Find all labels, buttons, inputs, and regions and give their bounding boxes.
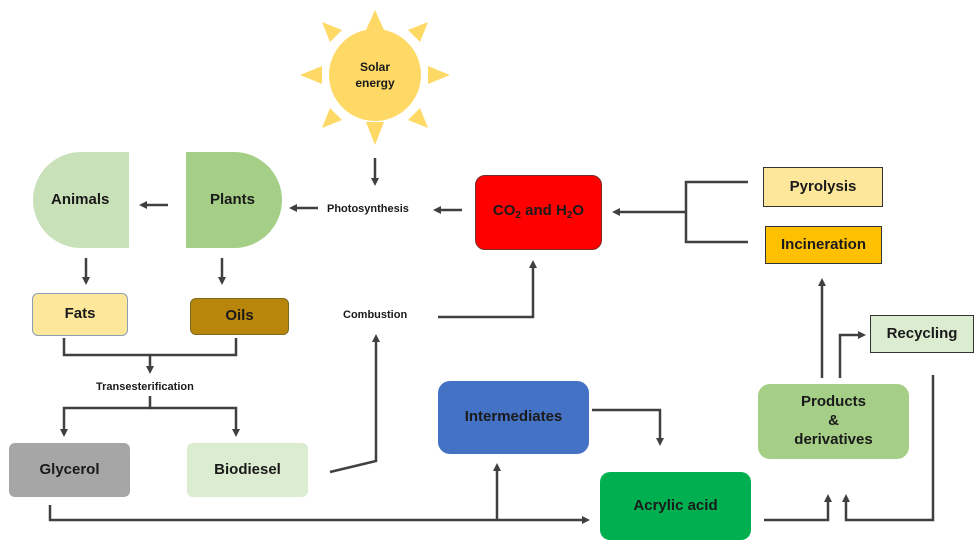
intermediates-label: Intermediates — [464, 408, 563, 426]
pyrolysis-node: Pyrolysis — [763, 167, 883, 207]
acrylic-acid-node: Acrylic acid — [600, 472, 751, 540]
plants-label: Plants — [210, 190, 256, 208]
arrow-fats-oils-to-transesterification — [62, 338, 238, 371]
animals-node: Animals — [33, 152, 129, 248]
sun-icon — [300, 10, 450, 145]
solar-energy-label-line2: energy — [355, 76, 395, 91]
plants-node: Plants — [186, 152, 282, 248]
arrow-intermediates-to-acrylic — [592, 408, 664, 446]
solar-energy-label: Solar energy — [343, 59, 407, 91]
arrow-biodiesel-to-combustion — [329, 334, 380, 474]
transesterification-label: Transesterification — [96, 381, 194, 393]
solar-energy-label-line1: Solar — [359, 60, 390, 74]
connector-lines — [48, 158, 935, 524]
products-derivatives-label: Products & derivatives — [794, 393, 873, 448]
products-derivatives-node: Products & derivatives — [758, 384, 909, 459]
co2-and-h2o-label: CO2 and H2O — [492, 202, 585, 222]
biodiesel-node: Biodiesel — [187, 443, 308, 497]
arrow-transesterification-to-biodiesel — [150, 406, 240, 437]
combustion-label: Combustion — [343, 309, 408, 321]
arrow-waste-to-co2 — [615, 180, 748, 244]
fats-label: Fats — [64, 305, 96, 323]
co2-and-h2o-node: CO2 and H2O — [475, 175, 602, 250]
oils-label: Oils — [225, 307, 254, 325]
recycling-label: Recycling — [886, 324, 958, 342]
incineration-label: Incineration — [780, 235, 866, 253]
arrow-glycerol-to-acrylic — [48, 505, 590, 524]
arrow-products-to-recycling — [838, 331, 866, 378]
arrow-recycling-to-products — [842, 375, 935, 522]
arrow-transesterification-to-glycerol — [60, 396, 152, 437]
oils-node: Oils — [190, 298, 289, 335]
fats-node: Fats — [32, 293, 128, 336]
animals-label: Animals — [51, 190, 110, 208]
intermediates-node: Intermediates — [438, 381, 589, 454]
glycerol-label: Glycerol — [39, 460, 100, 478]
photosynthesis-label: Photosynthesis — [327, 203, 409, 215]
acrylic-acid-label: Acrylic acid — [633, 496, 718, 514]
biodiesel-label: Biodiesel — [214, 460, 281, 478]
arrow-combustion-to-co2 — [438, 260, 537, 319]
recycling-node: Recycling — [870, 315, 974, 353]
incineration-node: Incineration — [765, 226, 882, 264]
arrow-acrylic-to-products — [764, 494, 832, 522]
glycerol-node: Glycerol — [9, 443, 130, 497]
pyrolysis-label: Pyrolysis — [789, 177, 857, 195]
